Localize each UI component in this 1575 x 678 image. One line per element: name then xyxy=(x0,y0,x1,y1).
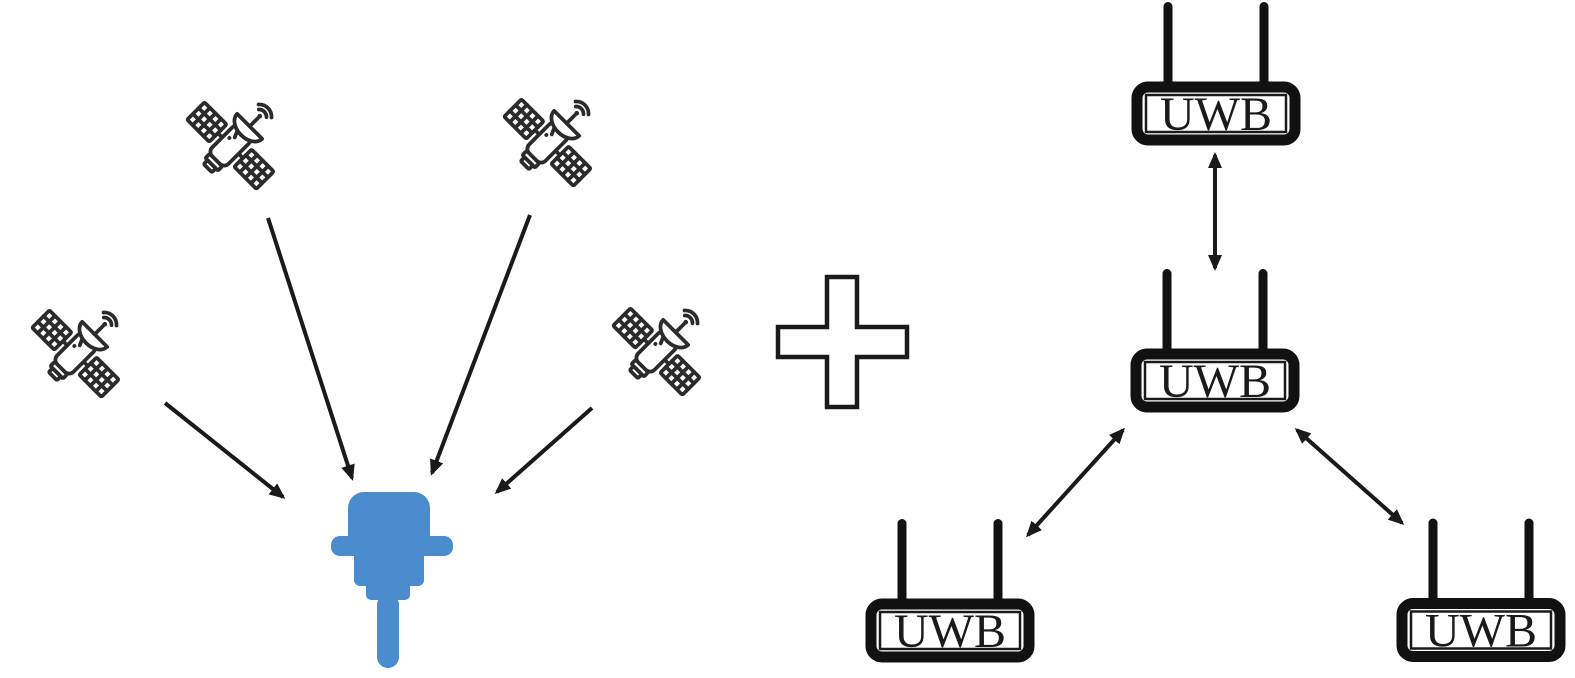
uwb-link-arrow xyxy=(1294,428,1405,525)
uwb-anchor-middle: UWB xyxy=(1136,274,1294,409)
uwb-anchor-label: UWB xyxy=(1425,605,1537,658)
gnss-signal-arrow xyxy=(163,401,286,499)
uwb-anchor-bottom-right: UWB xyxy=(1402,523,1560,658)
gnss-receiver-icon xyxy=(331,492,453,668)
gnss-signal-arrow xyxy=(430,214,532,476)
uwb-link-arrows xyxy=(1025,152,1405,538)
uwb-anchor-top: UWB xyxy=(1137,7,1295,142)
uwb-anchor-label: UWB xyxy=(894,605,1006,658)
plus-icon xyxy=(775,274,910,410)
uwb-link-arrow xyxy=(1025,427,1126,538)
uwb-anchor-label: UWB xyxy=(1159,355,1271,408)
uwb-anchor-label: UWB xyxy=(1160,88,1272,141)
gnss-signal-arrow xyxy=(494,406,594,494)
satellite-icon xyxy=(16,279,150,413)
gnss-signal-arrow xyxy=(266,217,355,481)
satellite-icon xyxy=(488,68,622,202)
gnss-signal-arrows xyxy=(163,214,594,499)
uwb-anchor-bottom-left: UWB xyxy=(871,524,1029,659)
satellite-icon xyxy=(597,277,731,411)
satellite-icon xyxy=(171,71,305,205)
